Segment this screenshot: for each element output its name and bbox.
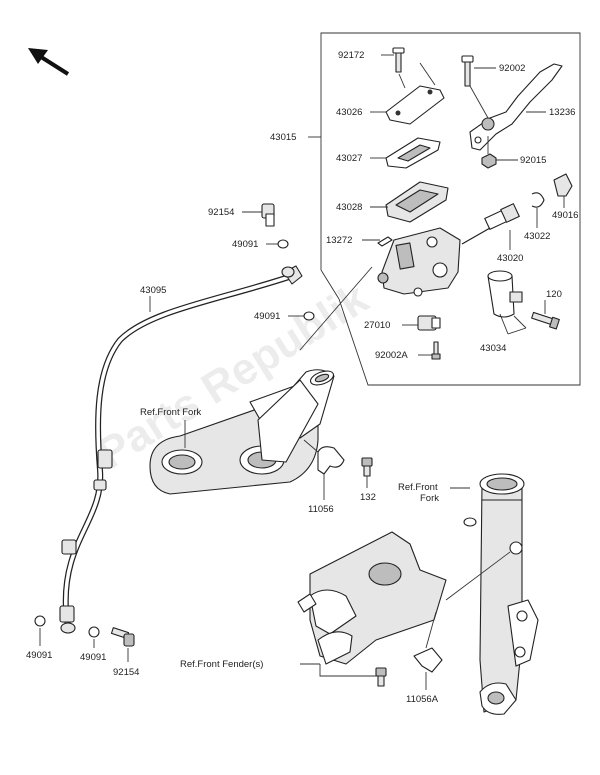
label-43095: 43095 bbox=[140, 285, 166, 296]
label-11056A: 11056A bbox=[406, 694, 439, 705]
label-49091-a: 49091 bbox=[232, 239, 258, 250]
plate-43027 bbox=[385, 137, 441, 169]
washer-49091-a bbox=[277, 239, 289, 249]
washer-49091-c bbox=[34, 615, 46, 627]
washer-49091-b bbox=[303, 311, 315, 321]
front-fender bbox=[297, 531, 447, 665]
banjo-bolt-92154-top bbox=[261, 203, 275, 227]
diaphragm-43028 bbox=[385, 181, 449, 223]
label-49091-d: 49091 bbox=[80, 652, 106, 663]
clamp-11056 bbox=[317, 446, 345, 475]
label-43015: 43015 bbox=[270, 132, 296, 143]
label-ref-front-fork-1: Ref.Front Fork bbox=[140, 407, 201, 418]
label-ref-front-fender: Ref.Front Fender(s) bbox=[180, 659, 263, 670]
label-43027: 43027 bbox=[336, 153, 362, 164]
label-27010: 27010 bbox=[364, 320, 390, 331]
fork-bracket bbox=[149, 369, 335, 495]
label-13236: 13236 bbox=[549, 107, 575, 118]
boot-49016 bbox=[553, 173, 573, 197]
pivot-bolt-92002 bbox=[461, 55, 474, 87]
clamp-11056A bbox=[375, 647, 443, 687]
piston-kit-43020 bbox=[461, 203, 520, 245]
label-ref-front-fork-2b: Fork bbox=[420, 493, 439, 504]
reservoir-cap-43026 bbox=[385, 85, 445, 125]
label-13272: 13272 bbox=[326, 235, 352, 246]
screw-92172 bbox=[392, 47, 405, 73]
screw-132 bbox=[361, 457, 373, 477]
master-cylinder-body bbox=[377, 227, 461, 297]
arrow-up-left-icon bbox=[28, 48, 70, 76]
label-49091-b: 49091 bbox=[254, 311, 280, 322]
label-92015: 92015 bbox=[520, 155, 546, 166]
label-49016: 49016 bbox=[552, 210, 578, 221]
label-120: 120 bbox=[546, 289, 562, 300]
bolt-120 bbox=[531, 311, 560, 330]
washer-49091-d bbox=[88, 626, 100, 638]
label-43034: 43034 bbox=[480, 343, 506, 354]
label-92154-bottom: 92154 bbox=[113, 667, 139, 678]
banjo-bolt-92154-bottom bbox=[110, 627, 135, 647]
brake-hose-43095 bbox=[59, 265, 303, 634]
label-92002A: 92002A bbox=[375, 350, 408, 361]
label-11056: 11056 bbox=[308, 504, 334, 515]
switch-27010 bbox=[417, 315, 441, 331]
label-43028: 43028 bbox=[336, 202, 362, 213]
label-43026: 43026 bbox=[336, 107, 362, 118]
brake-lever-13236 bbox=[469, 63, 563, 151]
label-92154-top: 92154 bbox=[208, 207, 234, 218]
label-92002: 92002 bbox=[499, 63, 525, 74]
group-box bbox=[320, 32, 581, 386]
label-92172: 92172 bbox=[338, 50, 364, 61]
label-43020: 43020 bbox=[497, 253, 523, 264]
seal-43022 bbox=[531, 192, 545, 208]
label-49091-c: 49091 bbox=[26, 650, 52, 661]
nut-92015 bbox=[481, 153, 497, 169]
label-ref-front-fork-2a: Ref.Front bbox=[398, 482, 438, 493]
label-43022: 43022 bbox=[524, 231, 550, 242]
clip-13272 bbox=[377, 236, 393, 247]
screw-92002A bbox=[431, 341, 441, 360]
holder-43034 bbox=[487, 270, 523, 318]
label-132: 132 bbox=[360, 492, 376, 503]
fork-tube bbox=[463, 473, 539, 715]
